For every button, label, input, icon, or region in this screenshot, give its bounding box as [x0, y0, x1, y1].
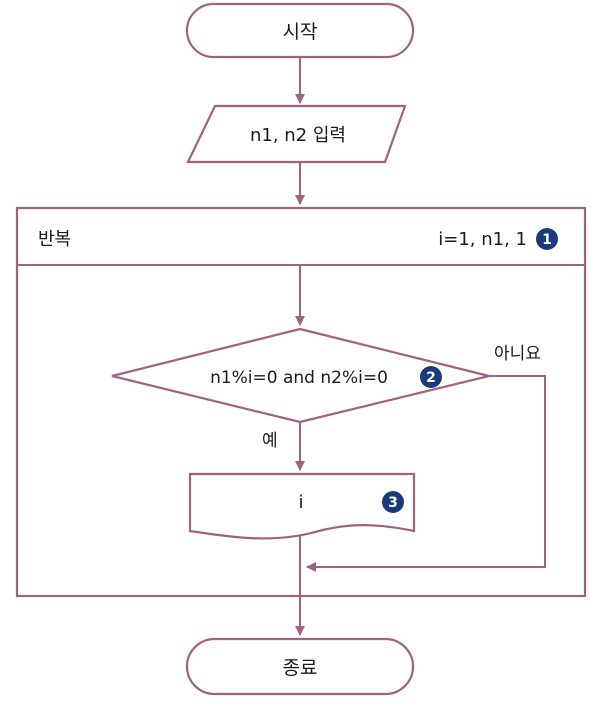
svg-text:3: 3: [388, 495, 398, 511]
end-terminal: 종료: [185, 637, 415, 696]
yes-label: 예: [262, 431, 278, 451]
loop-range-label: i=1, n1, 1: [438, 229, 527, 250]
no-branch-path: [306, 375, 546, 572]
output-document: i 3: [188, 472, 416, 540]
start-label: 시작: [283, 21, 318, 43]
svg-text:2: 2: [426, 370, 436, 386]
output-label: i: [298, 492, 303, 513]
loop-range-badge: 1: [536, 228, 558, 250]
loop-label: 반복: [38, 229, 71, 250]
start-terminal: 시작: [185, 2, 415, 59]
input-parallelogram: n1, n2 입력: [186, 104, 407, 164]
no-label: 아니요: [494, 344, 541, 364]
end-label: 종료: [283, 657, 318, 679]
svg-text:1: 1: [542, 232, 552, 248]
condition-diamond: n1%i=0 and n2%i=0 2: [111, 327, 490, 424]
condition-label: n1%i=0 and n2%i=0: [210, 368, 388, 388]
input-label: n1, n2 입력: [250, 125, 346, 146]
condition-badge: 2: [420, 366, 442, 388]
output-badge: 3: [382, 491, 404, 513]
